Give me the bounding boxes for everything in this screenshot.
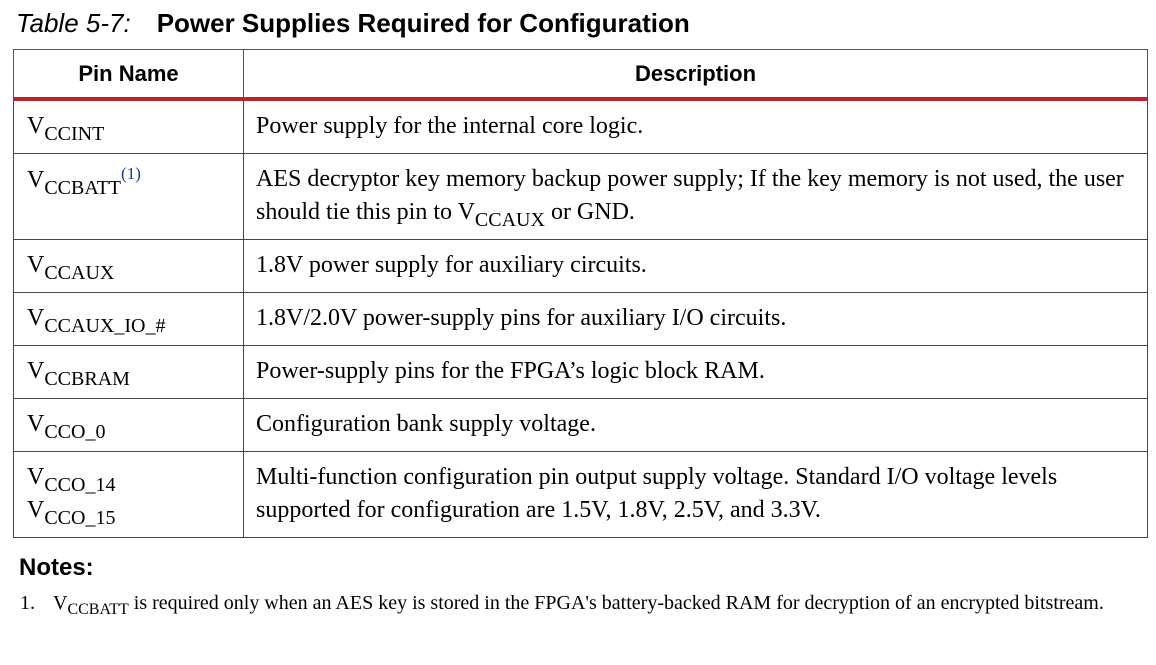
description-text: or GND.: [544, 199, 635, 225]
pin-subscript: CCO_0: [44, 421, 106, 443]
inline-pin-subscript: CCAUX: [474, 209, 545, 231]
table-row: VCCAUX_IO_# 1.8V/2.0V power-supply pins …: [13, 291, 1148, 346]
pin-name-header: Pin Name: [13, 49, 244, 101]
table-row: VCCO_0 Configuration bank supply voltage…: [13, 397, 1148, 452]
pin-base: V: [27, 166, 45, 193]
pin-base: V: [27, 464, 45, 490]
pin-subscript: CCBATT: [44, 176, 122, 199]
table-row: VCCINT Power supply for the internal cor…: [13, 98, 1148, 154]
pin-subscript: CCINT: [44, 123, 105, 146]
pin-base: V: [27, 358, 45, 384]
description-cell: Power supply for the internal core logic…: [243, 98, 1148, 154]
description-text: AES decryptor key memory backup power su…: [256, 166, 1124, 225]
table-row: VCCBATT(1) AES decryptor key memory back…: [13, 152, 1148, 240]
pin-name-cell: VCCAUX: [13, 238, 244, 293]
footnote-text: VCCBATT is required only when an AES key…: [53, 592, 1140, 618]
description-cell: Power-supply pins for the FPGA’s logic b…: [243, 344, 1148, 399]
pin-subscript: CCO_15: [44, 507, 116, 529]
table-row: VCCBRAM Power-supply pins for the FPGA’s…: [13, 344, 1148, 399]
pin-base: V: [27, 411, 45, 437]
pin-base: V: [27, 305, 45, 331]
description-cell: Configuration bank supply voltage.: [243, 397, 1148, 452]
description-cell: 1.8V power supply for auxiliary circuits…: [243, 238, 1148, 293]
pin-base: V: [27, 113, 45, 140]
table-row: VCCAUX 1.8V power supply for auxiliary c…: [13, 238, 1148, 293]
footnote-pin-base: V: [53, 592, 68, 614]
description-cell: 1.8V/2.0V power-supply pins for auxiliar…: [243, 291, 1148, 346]
footnote-number: 1.: [20, 592, 35, 614]
pin-name-cell: VCCBRAM: [13, 344, 244, 399]
footnote-reference-link[interactable]: (1): [121, 163, 141, 183]
footnote-body: is required only when an AES key is stor…: [128, 592, 1104, 614]
pin-subscript: CCAUX_IO_#: [44, 315, 166, 337]
table-title: Power Supplies Required for Configuratio…: [156, 8, 690, 38]
description-cell: Multi-function configuration pin output …: [243, 450, 1148, 538]
notes-heading: Notes:: [19, 554, 94, 581]
header-row: Pin Name Description: [13, 49, 1148, 101]
pin-name-cell: VCCINT: [13, 98, 244, 154]
power-supplies-table: Pin Name Description VCCINT Power supply…: [13, 49, 1148, 538]
pin-name-cell: VCCAUX_IO_#: [13, 291, 244, 346]
inline-pin-base: V: [457, 199, 475, 225]
pin-subscript: CCBRAM: [44, 368, 130, 390]
pin-base: V: [27, 252, 45, 278]
description-header: Description: [243, 49, 1148, 101]
pin-subscript: CCO_14: [44, 474, 116, 496]
description-cell: AES decryptor key memory backup power su…: [243, 152, 1148, 240]
pin-name-cell: VCCO_0: [13, 397, 244, 452]
table-caption: Table 5-7: Power Supplies Required for Co…: [16, 6, 690, 40]
pin-base: V: [27, 497, 45, 523]
pin-subscript: CCAUX: [44, 262, 115, 284]
footnote: 1. VCCBATT is required only when an AES …: [20, 592, 1140, 618]
footnote-pin-subscript: CCBATT: [67, 601, 129, 618]
pin-name-cell: VCCBATT(1): [13, 152, 244, 240]
table-number: Table 5-7:: [16, 8, 131, 38]
